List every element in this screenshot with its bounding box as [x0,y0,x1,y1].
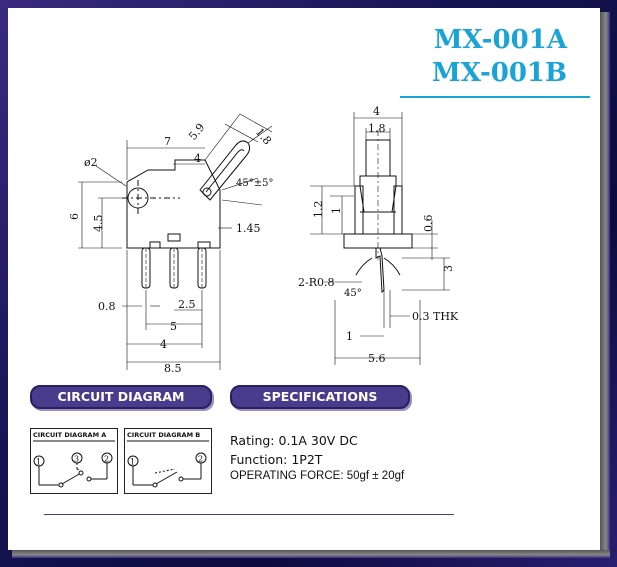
circuit-b-schematic: 1 2 [127,440,209,488]
technical-drawing: 5.9 1.8 7 4 ø2 45°±5° 6 4.5 1.45 0.8 2.5… [68,105,459,375]
circuit-a-schematic: 1 3 2 [33,440,115,488]
front-view-drawing [310,112,450,365]
side-dim-angle: 45°±5° [236,178,273,189]
side-dim-5-9: 5.9 [186,121,207,143]
circuit-b-title: CIRCUIT DIAGRAM B [127,431,201,439]
spec-function: Function: 1P2T [230,452,323,467]
front-dim-5-6: 5.6 [368,352,386,365]
front-dim-3: 3 [442,265,455,272]
circuit-diagram-a: CIRCUIT DIAGRAM A 1 3 2 [30,428,118,494]
side-dim-7: 7 [164,135,171,148]
side-dim-1-45: 1.45 [236,222,261,235]
side-dim-0-8: 0.8 [98,300,116,313]
front-dim-1: 1 [330,207,343,214]
circuit-a-terminal-1: 1 [36,458,41,467]
title-underline [400,96,590,98]
sheet-shadow [600,12,610,552]
side-dim-4-5: 4.5 [92,215,105,233]
circuit-a-terminal-2: 2 [104,455,109,464]
front-dim-1-8: 1.8 [368,122,386,135]
side-dim-5: 5 [170,320,177,333]
front-dim-1b: 1 [346,330,353,343]
specifications-heading: SPECIFICATIONS [230,385,410,409]
side-view-drawing [78,113,273,370]
side-dim-6: 6 [68,213,81,220]
front-dim-thk: 0.3 THK [412,310,459,323]
side-dim-8-5: 8.5 [164,362,182,375]
circuit-diagram-heading: CIRCUIT DIAGRAM [30,385,212,409]
model-title-b: MX-001B [431,58,567,88]
circuit-a-title: CIRCUIT DIAGRAM A [33,431,107,439]
side-dim-4b: 4 [160,338,167,351]
front-dim-45: 45° [344,288,362,299]
circuit-b-terminal-1: 1 [130,458,135,467]
circuit-diagram-b: CIRCUIT DIAGRAM B 1 2 [124,428,212,494]
circuit-b-terminal-2: 2 [198,455,203,464]
side-dim-4: 4 [194,152,201,165]
spec-rating: Rating: 0.1A 30V DC [230,433,358,448]
bottom-divider [44,514,454,515]
side-dim-2-5: 2.5 [178,298,196,311]
front-dim-0-6: 0.6 [422,215,435,233]
circuit-a-terminal-3: 3 [74,455,79,464]
side-dim-1-8: 1.8 [253,126,274,148]
side-dim-dia2: ø2 [84,156,98,169]
front-dim-1-2: 1.2 [312,201,325,219]
spec-operating-force: OPERATING FORCE: 50gf ± 20gf [230,470,405,482]
front-dim-r08: 2-R0.8 [298,276,335,289]
sheet-shadow [12,550,610,558]
front-dim-4: 4 [373,105,380,118]
model-title-a: MX-001A [433,25,567,55]
